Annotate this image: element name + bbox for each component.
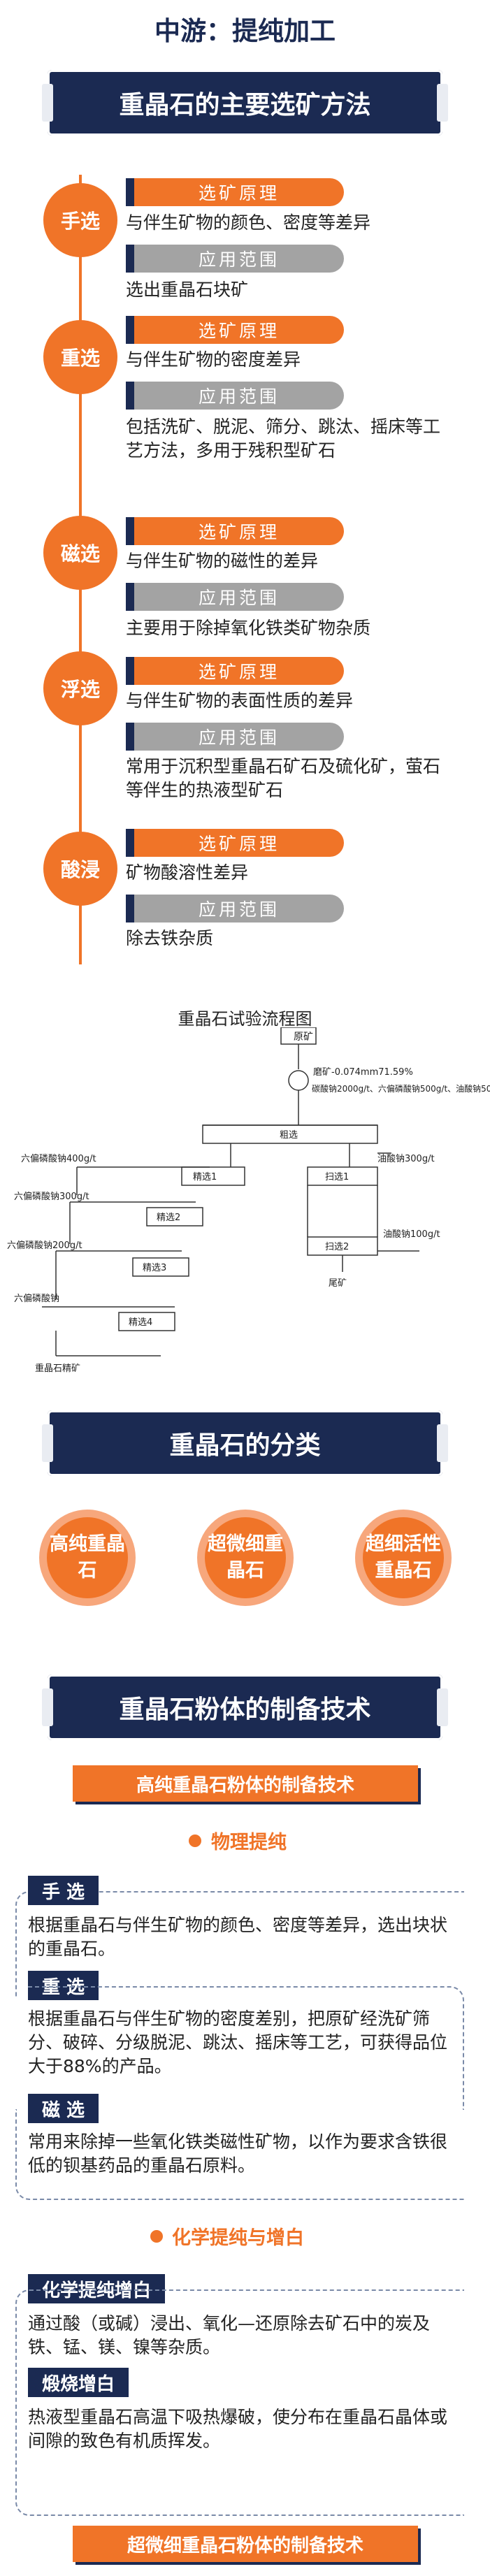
chemical-tag-calcine: 煅烧增白 — [28, 2368, 129, 2397]
class-active: 超细活性重晶石 — [355, 1510, 452, 1606]
flowchart-diagram: 原矿 磨矿-0.074mm71.59% 碳酸钠2000g/t、六偏磷酸钠500g… — [7, 1027, 490, 1374]
physical-text-hand: 根据重晶石与伴生矿物的颜色、密度等差异，选出块状的重晶石。 — [28, 1915, 448, 1959]
flow-label-c4: 精选4 — [129, 1317, 152, 1328]
section-title-classification: 重晶石的分类 — [169, 1431, 321, 1460]
subtitle-ultrafine: 超微细重晶石粉体的制备技术 — [73, 2526, 418, 2562]
flow-label-c3: 精选3 — [143, 1263, 166, 1273]
class-label: 超细活性重晶石 — [363, 1517, 444, 1598]
scope-text: 常用于沉积型重晶石矿石及硫化矿，萤石等伴生的热液型矿石 — [126, 756, 441, 800]
flow-label-r3: 六偏磷酸钠200g/t — [7, 1240, 82, 1251]
tag-principle: 选矿原理 — [126, 178, 344, 206]
page-title: 中游：提纯加工 — [154, 16, 336, 46]
flow-label-r6: 油酸钠100g/t — [383, 1229, 440, 1240]
flow-label-raw: 原矿 — [294, 1032, 313, 1043]
flow-label-conc: 重晶石精矿 — [35, 1363, 80, 1374]
scope-text: 包括洗矿、脱泥、筛分、跳汰、摇床等工艺方法，多用于残积型矿石 — [126, 417, 441, 461]
flow-label-reagents: 碳酸钠2000g/t、六偏磷酸钠500g/t、油酸钠500g/t — [312, 1083, 490, 1094]
banner-right-cap — [437, 1424, 448, 1462]
chemical-text-calcine: 热液型重晶石高温下吸热爆破，使分布在重晶石晶体或间隙的致色有机质挥发。 — [28, 2407, 448, 2451]
bullet-dot — [189, 1835, 201, 1847]
flow-label-r2: 六偏磷酸钠300g/t — [14, 1192, 89, 1202]
physical-tag-hand: 手 选 — [28, 1876, 99, 1905]
physical-title: 物理提纯 — [211, 1832, 287, 1853]
flow-label-tail: 尾矿 — [329, 1278, 347, 1289]
method-circle-flotation: 浮选 — [43, 651, 117, 725]
tag-principle: 选矿原理 — [126, 829, 344, 857]
chemical-tag-purify: 化学提纯增白 — [28, 2274, 166, 2303]
tag-scope: 应用范围 — [126, 583, 344, 611]
section-banner-methods: 重晶石的主要选矿方法 — [42, 70, 448, 136]
principle-text: 与伴生矿物的磁性的差异 — [126, 551, 319, 571]
class-label: 高纯重晶石 — [47, 1517, 128, 1598]
method-circle-magnetic: 磁选 — [43, 516, 117, 590]
scope-text: 主要用于除掉氧化铁类矿物杂质 — [126, 618, 371, 638]
connector-dash — [28, 1986, 464, 2110]
flow-label-s1: 扫选1 — [325, 1172, 349, 1182]
banner-left-cap — [42, 84, 53, 122]
physical-text-gravity: 根据重晶石与伴生矿物的密度差别，把原矿经洗矿筛分、破碎、分级脱泥、跳汰、摇床等工… — [28, 2009, 448, 2076]
scope-text: 选出重晶石块矿 — [126, 280, 249, 300]
flow-label-c2: 精选2 — [157, 1213, 180, 1223]
section-banner-prep: 重晶石粉体的制备技术 — [42, 1674, 448, 1740]
method-circle-hand: 手选 — [43, 183, 117, 257]
banner-right-cap — [437, 84, 448, 122]
scope-text: 除去铁杂质 — [126, 928, 214, 948]
principle-text: 与伴生矿物的颜色、密度等差异 — [126, 212, 371, 233]
connector-dash — [15, 2289, 464, 2516]
section-title-methods: 重晶石的主要选矿方法 — [119, 91, 371, 120]
class-high-purity: 高纯重晶石 — [39, 1510, 136, 1606]
section-banner-classification: 重晶石的分类 — [42, 1410, 448, 1476]
method-circle-acid: 酸浸 — [43, 832, 117, 906]
tag-scope: 应用范围 — [126, 382, 344, 410]
physical-tag-magnetic: 磁 选 — [28, 2094, 99, 2123]
flow-label-rough: 粗选 — [280, 1130, 298, 1141]
tag-principle: 选矿原理 — [126, 517, 344, 545]
principle-text: 与伴生矿物的密度差异 — [126, 349, 301, 370]
method-circle-gravity: 重选 — [43, 320, 117, 394]
flow-box-c1 — [181, 1166, 245, 1186]
class-label: 超微细重晶石 — [205, 1517, 286, 1598]
flow-label-r4: 六偏磷酸钠 — [14, 1294, 59, 1304]
principle-text: 与伴生矿物的表面性质的差异 — [126, 690, 354, 711]
section-title-prep: 重晶石粉体的制备技术 — [119, 1695, 371, 1724]
flow-label-c1: 精选1 — [193, 1172, 217, 1182]
flow-box-c2 — [146, 1207, 203, 1227]
banner-right-cap — [437, 1688, 448, 1726]
flow-label-s2: 扫选2 — [325, 1242, 349, 1252]
flow-label-grind: 磨矿-0.074mm71.59% — [313, 1067, 413, 1078]
class-ultrafine: 超微细重晶石 — [197, 1510, 294, 1606]
flow-label-r1: 六偏磷酸钠400g/t — [21, 1154, 96, 1164]
tag-scope: 应用范围 — [126, 723, 344, 751]
tag-principle: 选矿原理 — [126, 316, 344, 344]
banner-left-cap — [42, 1424, 53, 1462]
subtitle-high-purity: 高纯重晶石粉体的制备技术 — [73, 1765, 418, 1802]
flowchart-title: 重晶石试验流程图 — [178, 1009, 312, 1029]
flow-grind-circle — [288, 1070, 309, 1091]
principle-text: 矿物酸溶性差异 — [126, 862, 249, 883]
flow-box-c3 — [132, 1257, 189, 1277]
flow-box-c4 — [118, 1312, 175, 1331]
connector-dash — [15, 2109, 464, 2200]
tag-principle: 选矿原理 — [126, 657, 344, 685]
physical-text-magnetic: 常用来除掉一些氧化铁类磁性矿物，以作为要求含铁很低的钡基药品的重晶石原料。 — [28, 2132, 448, 2176]
chemical-text-purify: 通过酸（或碱）浸出、氧化—还原除去矿石中的炭及铁、锰、镁、镍等杂质。 — [28, 2313, 431, 2357]
flow-box-s1 — [307, 1166, 378, 1186]
banner-left-cap — [42, 1688, 53, 1726]
flow-box-rough — [202, 1124, 378, 1144]
tag-scope: 应用范围 — [126, 245, 344, 273]
bullet-dot — [150, 2230, 163, 2243]
chemical-title: 化学提纯与增白 — [172, 2227, 304, 2249]
connector-dash — [15, 1891, 464, 1997]
tag-scope: 应用范围 — [126, 895, 344, 922]
flow-label-r5: 油酸钠300g/t — [377, 1154, 435, 1164]
